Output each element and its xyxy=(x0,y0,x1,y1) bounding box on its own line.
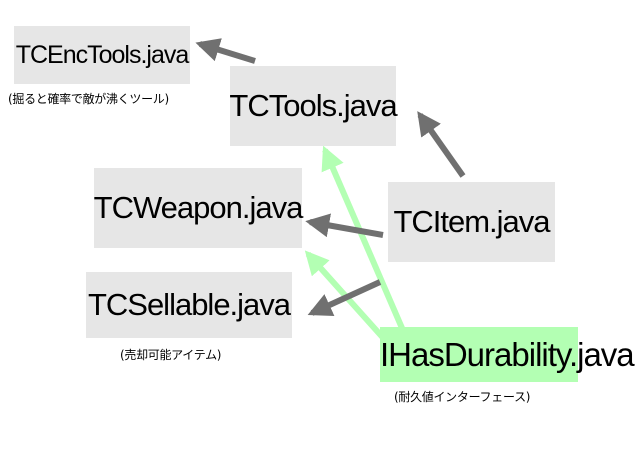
arrow-ihasdurability-to-tctools xyxy=(321,145,408,337)
note-ihasdurability: (耐久値インターフェース) xyxy=(394,390,531,404)
node-tcenctools-label: TCEncTools.java xyxy=(15,40,190,69)
node-tcitem: TCItem.java xyxy=(388,182,555,262)
note-tcsellable: (売却可能アイテム) xyxy=(120,348,222,362)
arrow-tcitem-to-tcweapon xyxy=(305,213,384,238)
node-tctools-label: TCTools.java xyxy=(229,88,397,123)
note-tcenctools: (掘ると確率で敵が沸くツール) xyxy=(8,92,169,106)
node-tcweapon-label: TCWeapon.java xyxy=(93,190,304,225)
node-tctools: TCTools.java xyxy=(229,66,398,146)
node-tcitem-label: TCItem.java xyxy=(393,204,550,239)
node-ihasdurability-label: IHasDurability.java xyxy=(380,335,635,373)
arrow-tcitem-to-tctools xyxy=(417,111,466,178)
node-tcweapon: TCWeapon.java xyxy=(93,168,304,248)
node-tcenctools: TCEncTools.java xyxy=(14,26,190,84)
node-tcsellable: TCSellable.java xyxy=(86,272,292,338)
node-ihasdurability: IHasDurability.java xyxy=(380,327,635,382)
arrow-tcitem-to-tcsellable xyxy=(307,279,382,316)
arrow-tctools-to-tcenctools xyxy=(195,38,256,64)
node-tcsellable-label: TCSellable.java xyxy=(87,287,291,322)
